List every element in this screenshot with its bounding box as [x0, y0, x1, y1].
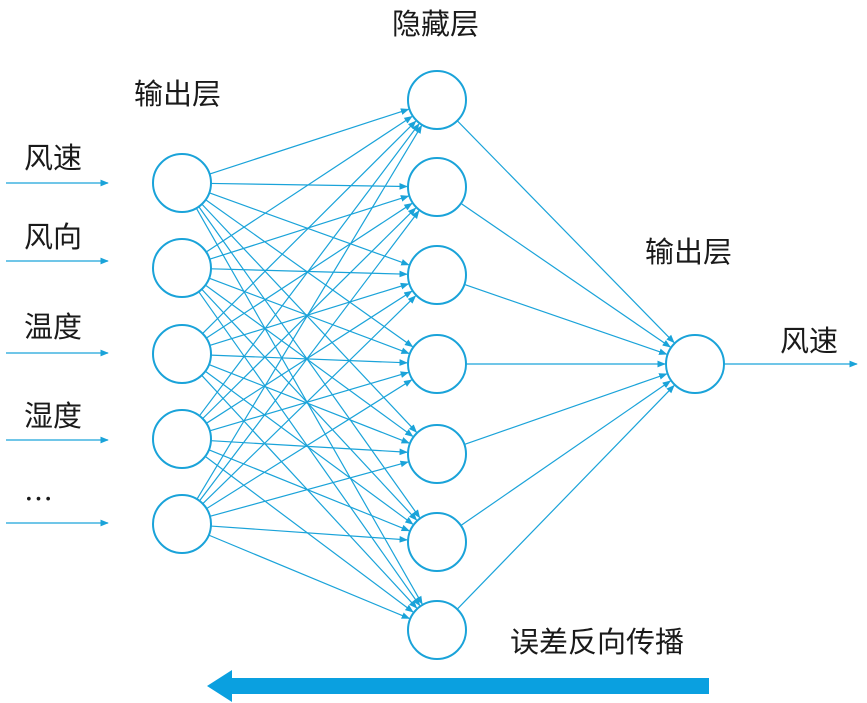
edge-input-4-hidden-3 [206, 379, 413, 510]
input-node-3 [152, 409, 212, 469]
edge-input-1-hidden-3 [208, 277, 410, 354]
edge-hidden-0-output [456, 120, 675, 344]
edge-input-4-hidden-6 [208, 534, 411, 620]
input-label-humidity: 湿度 [24, 399, 83, 433]
edge-input-2-hidden-4 [208, 364, 410, 444]
io-arrows [6, 179, 858, 527]
input-label-wind-direction: 风向 [24, 220, 83, 254]
edge-input-3-hidden-2 [206, 290, 413, 424]
backprop-arrow-shape [207, 670, 709, 702]
input-layer-title: 输出层 [134, 77, 222, 111]
edge-input-3-hidden-5 [208, 449, 410, 532]
edge-input-1-hidden-0 [205, 116, 413, 253]
input-label-ellipsis: … [24, 473, 53, 507]
edge-input-3-hidden-6 [204, 455, 414, 613]
hidden-node-2 [407, 245, 467, 305]
input-node-4 [152, 494, 212, 554]
edge-input-4-hidden-2 [202, 295, 417, 505]
edge-input-2-hidden-5 [204, 370, 414, 525]
input-label-wind-speed: 风速 [24, 141, 83, 175]
connection-lines [195, 108, 675, 620]
hidden-node-5 [407, 512, 467, 572]
edge-input-4-hidden-5 [210, 525, 408, 543]
input-node-0 [152, 153, 212, 213]
edge-input-3-hidden-3 [209, 371, 410, 432]
edge-input-0-hidden-2 [209, 192, 410, 266]
edge-hidden-5-output [460, 380, 671, 527]
edge-input-2-hidden-2 [209, 282, 410, 346]
edge-input-3-hidden-0 [198, 123, 420, 417]
neuron-nodes [152, 70, 725, 660]
input-node-1 [152, 238, 212, 298]
hidden-node-4 [407, 424, 467, 484]
edge-hidden-6-output [456, 384, 675, 610]
output-node [665, 334, 725, 394]
hidden-node-0 [407, 70, 467, 130]
edge-input-4-hidden-1 [199, 210, 420, 502]
edge-input-0-hidden-5 [198, 206, 421, 519]
edge-input-1-hidden-6 [198, 291, 421, 607]
edge-input-0-hidden-3 [205, 199, 414, 348]
edge-input-1-hidden-5 [201, 288, 418, 521]
input-label-temperature: 温度 [24, 310, 83, 344]
edge-input-0-hidden-4 [201, 203, 418, 433]
hidden-node-1 [407, 157, 467, 217]
hidden-layer-title: 隐藏层 [392, 7, 480, 41]
output-layer-title: 输出层 [645, 235, 733, 269]
edge-hidden-2-output [464, 283, 668, 355]
edge-input-4-hidden-0 [196, 124, 423, 500]
edge-input-2-hidden-6 [201, 374, 418, 609]
hidden-node-3 [407, 334, 467, 394]
edge-input-2-hidden-0 [202, 120, 417, 334]
hidden-node-6 [407, 600, 467, 660]
input-node-2 [152, 324, 212, 384]
edge-input-0-hidden-0 [209, 108, 410, 175]
backprop-label: 误差反向传播 [510, 625, 685, 659]
edge-hidden-1-output [460, 202, 671, 348]
output-label-wind-speed: 风速 [780, 324, 839, 358]
edge-input-4-hidden-4 [209, 460, 409, 517]
backprop-arrow [207, 670, 709, 702]
edge-hidden-4-output [464, 373, 668, 446]
edge-input-1-hidden-4 [205, 284, 414, 437]
